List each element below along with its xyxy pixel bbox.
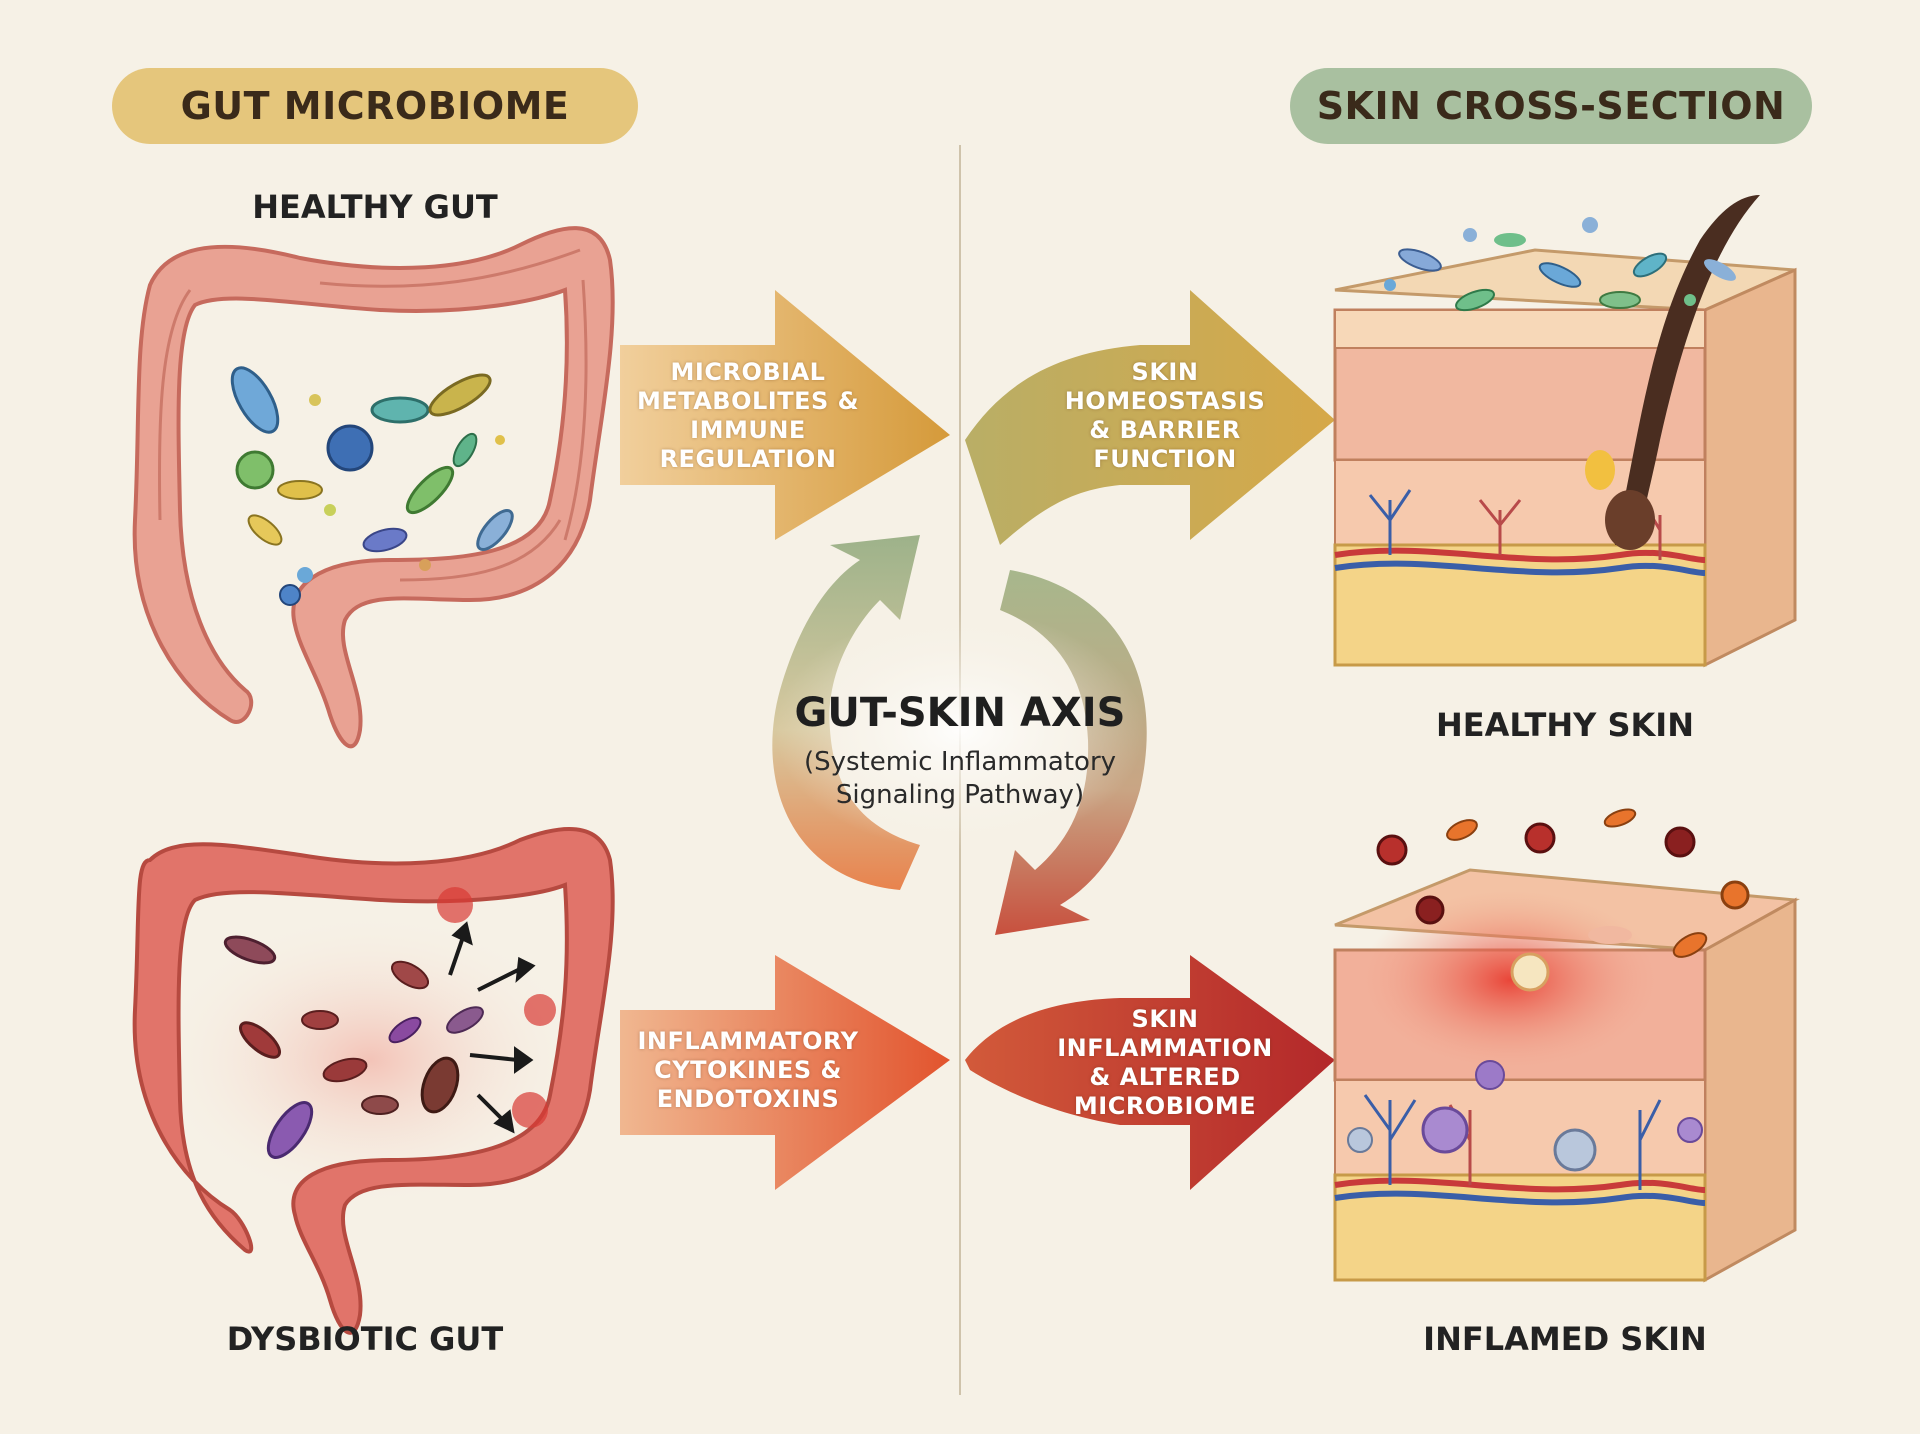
healthy-colon-illustration <box>132 226 615 749</box>
cycle-arrow-left <box>772 535 920 890</box>
axis-glow <box>775 610 1145 850</box>
healthy-skin-block <box>1333 195 1797 668</box>
arrow-label-skin-homeostasis: SKIN HOMEOSTASIS & BARRIER FUNCTION <box>1064 358 1266 473</box>
arrow-axis-to-skin-healthy <box>965 290 1335 545</box>
skin-cross-section-header: SKIN CROSS-SECTION <box>1316 84 1786 128</box>
arrow-label-inflammatory-cytokines: INFLAMMATORY CYTOKINES & ENDOTOXINS <box>637 1027 859 1113</box>
arrow-label-skin-inflammation: SKIN INFLAMMATION & ALTERED MICROBIOME <box>1057 1005 1273 1120</box>
healthy-skin-label: HEALTHY SKIN <box>1436 706 1694 744</box>
dysbiotic-colon-illustration <box>132 826 615 1335</box>
gut-skin-axis-title: GUT-SKIN AXIS <box>794 690 1126 736</box>
arrow-label-microbial-metabolites: MICROBIAL METABOLITES & IMMUNE REGULATIO… <box>636 358 860 473</box>
arrow-gut-to-axis-healthy <box>620 290 950 540</box>
gut-header-pill <box>112 68 638 144</box>
skin-header-pill <box>1290 68 1812 144</box>
inflamed-skin-label: INFLAMED SKIN <box>1423 1320 1707 1358</box>
gut-microbiome-header: GUT MICROBIOME <box>180 84 570 128</box>
arrow-gut-to-axis-dysbiotic <box>620 955 950 1190</box>
healthy-gut-label: HEALTHY GUT <box>252 188 498 226</box>
arrow-axis-to-skin-inflamed <box>965 955 1335 1190</box>
gut-skin-axis-subtitle: (Systemic Inflammatory Signaling Pathway… <box>803 747 1117 810</box>
inflamed-skin-block <box>1333 808 1800 1283</box>
dysbiotic-gut-label: DYSBIOTIC GUT <box>226 1320 504 1358</box>
